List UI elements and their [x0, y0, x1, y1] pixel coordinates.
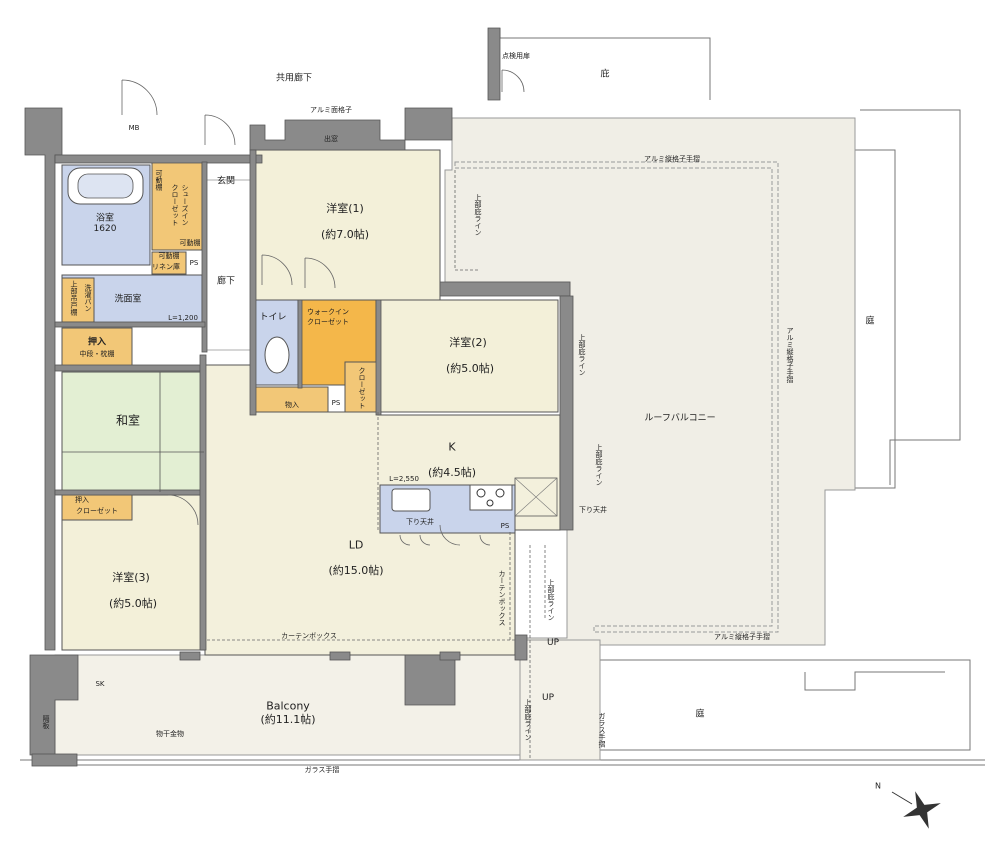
closet-c-fill — [344, 361, 379, 413]
partition-label: 隔板 — [42, 715, 50, 729]
k-len-label: L=2,550 — [389, 475, 419, 483]
washroom-label: 洗面室 — [114, 294, 142, 305]
bathtub-inner — [77, 173, 134, 199]
oshiire-a-fill — [61, 327, 133, 367]
room1-floor — [254, 149, 441, 301]
upper-floor-line-b-label: 上部庇ライン — [578, 334, 586, 376]
inspection-door-label: 点検用扉 — [502, 52, 530, 60]
storage-fill — [254, 386, 329, 413]
upper-floor-line-e-label: 上部庇ライン — [524, 699, 532, 741]
oshiire-a-sub-label: 中段・枕棚 — [79, 350, 115, 358]
room2-label: 洋室(2) — [449, 336, 487, 349]
upper-floor-line-a-label: 上部庇ライン — [474, 194, 482, 236]
oshiire-a-label: 押入 — [87, 337, 107, 348]
ps-a-label: PS — [189, 259, 199, 267]
ld-label: LD — [348, 538, 364, 552]
closet-c-label: クローゼット — [358, 367, 366, 409]
walkin-label: ウォークイン クローゼット — [307, 308, 349, 326]
upper-floor-line-d-label: 上部庇ライン — [547, 579, 555, 621]
hallway-floor — [204, 179, 256, 351]
common-corridor-label: 共用廊下 — [275, 73, 313, 84]
closet-b-label: クローゼット — [76, 507, 118, 515]
refrigerator-space — [514, 477, 558, 517]
drying-label: 物干金物 — [156, 730, 184, 738]
linen-label: リネン庫 — [152, 263, 180, 271]
movable-shelf-a-label: 可動棚 — [179, 239, 201, 247]
curtain-box-v-label: カーテンボックス — [498, 570, 506, 626]
storage-label: 物入 — [285, 401, 299, 409]
bath-label: 浴室 — [95, 213, 115, 224]
wash-pan-label: 洗濯パン — [84, 284, 92, 312]
shoes-closet-fill — [151, 161, 203, 251]
dashed-lines — [207, 170, 546, 760]
context-lines — [20, 28, 985, 766]
room1-size-label: (約7.0帖) — [320, 228, 370, 241]
k-size-label: (約4.5帖) — [427, 466, 477, 479]
genkan-label: 玄関 — [216, 176, 236, 187]
wash-len-label: L=1,200 — [168, 314, 198, 322]
garden-right-label: 庭 — [865, 316, 875, 327]
garden-top-label: 庇 — [600, 69, 610, 80]
oshiire-b-label: 押入 — [75, 496, 89, 504]
ps-b-label: PS — [331, 399, 341, 407]
alumi-rail-bottom-label: アルミ縦格子手摺 — [714, 633, 770, 641]
room1-label: 洋室(1) — [326, 202, 364, 215]
window-seat-label: 出窓 — [324, 135, 338, 143]
ps-c-label: PS — [500, 522, 510, 530]
roof-balcony-label: ルーフバルコニー — [644, 413, 716, 424]
alumi-lattice-label: アルミ面格子 — [310, 106, 352, 114]
balcony-size-label: (約11.1帖) — [260, 713, 316, 726]
room3-size-label: (約5.0帖) — [108, 597, 158, 610]
movable-shelf-b-label: 可動棚 — [155, 169, 163, 191]
hanging-ceiling-a-label: 下り天井 — [406, 518, 434, 526]
walls — [24, 27, 574, 767]
mb-label: MB — [128, 124, 140, 132]
roof-balcony-rail — [454, 161, 779, 633]
movable-shelf-c-label: 可動棚 — [158, 252, 180, 260]
room2-size-label: (約5.0帖) — [445, 362, 495, 375]
sink — [391, 488, 431, 512]
oshiire-b-fill — [61, 494, 133, 521]
shoes-closet-label: シューズイン クローゼット — [171, 184, 189, 226]
tatami-lines — [62, 372, 204, 492]
washitsu-label: 和室 — [115, 413, 141, 428]
toilet-bowl — [264, 336, 290, 374]
up-b-label: UP — [541, 693, 555, 703]
glass-rail-right-label: ガラス手摺 — [598, 712, 606, 748]
bath-size-label: 1620 — [93, 224, 117, 234]
balcony-label: Balcony — [266, 699, 310, 713]
wash-pan-fill — [61, 277, 95, 323]
room2-floor — [379, 299, 559, 413]
upper-floor-line-c-label: 上部庇ライン — [595, 444, 603, 486]
hanging-ceiling-b-label: 下り天井 — [579, 506, 607, 514]
alumi-rail-top-label: アルミ縦格子手摺 — [644, 155, 700, 163]
ld-size-label: (約15.0帖) — [328, 564, 384, 577]
compass-n-label: N — [875, 781, 881, 791]
toilet-label: トイレ — [259, 312, 287, 323]
linen-fill — [151, 251, 187, 275]
up-a-label: UP — [546, 638, 560, 648]
room3-label: 洋室(3) — [112, 571, 150, 584]
balcony-extension — [519, 639, 601, 761]
upper-cabinet-label: 上部吊戸棚 — [70, 280, 78, 316]
curtain-box-h-label: カーテンボックス — [281, 632, 337, 640]
alumi-rail-right-label: アルミ縦格子手摺 — [786, 327, 794, 383]
sk-label: SK — [95, 680, 105, 688]
washitsu-floor — [61, 371, 205, 493]
compass-rose — [891, 791, 941, 829]
k-label: K — [448, 440, 456, 454]
garden-bottom-label: 庭 — [695, 709, 705, 720]
glass-rail-bottom-label: ガラス手摺 — [304, 766, 340, 774]
hallway-label: 廊下 — [216, 276, 236, 287]
door-swings — [121, 69, 525, 546]
